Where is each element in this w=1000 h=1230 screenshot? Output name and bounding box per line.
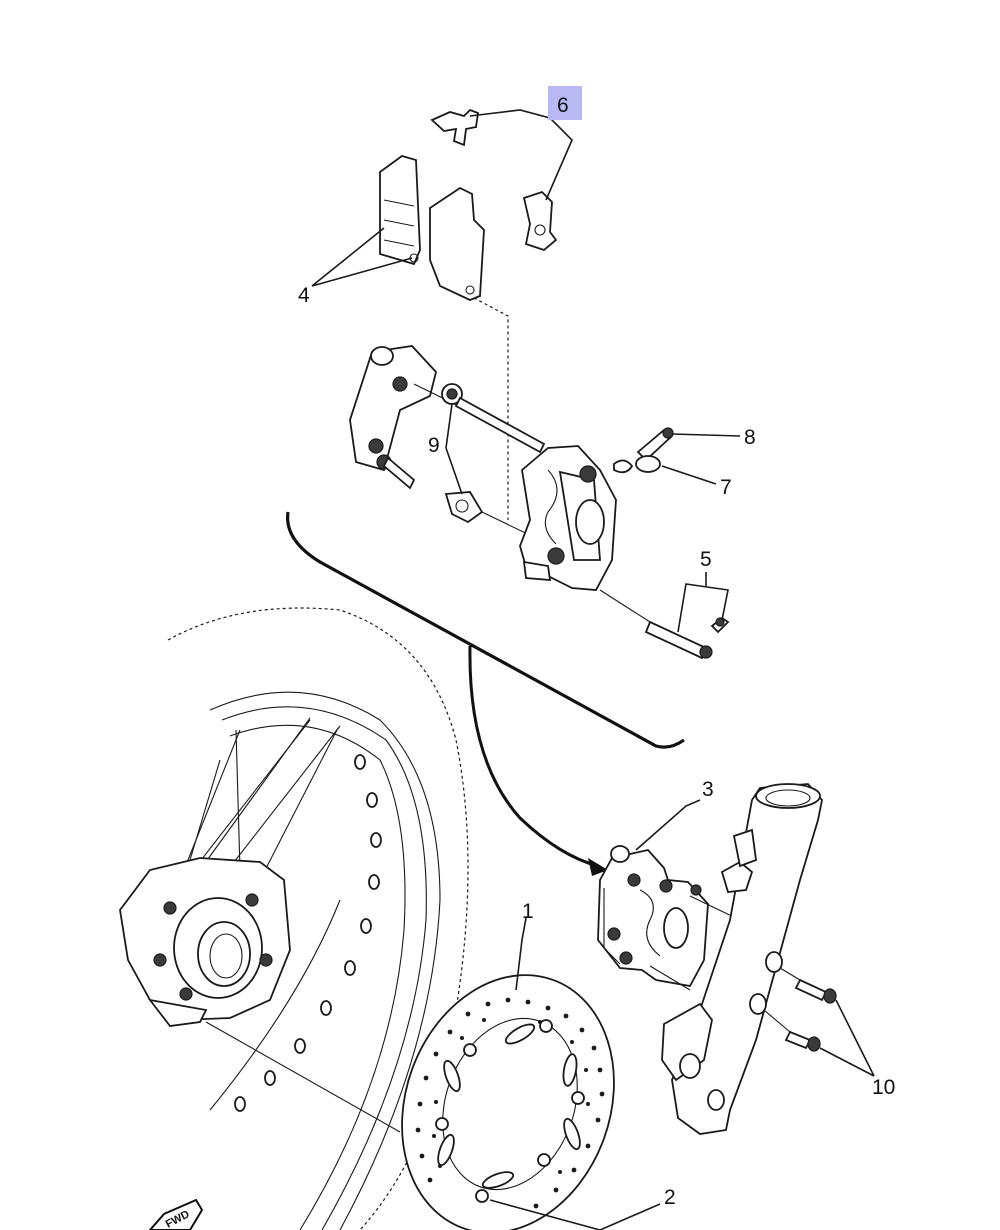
front-wheel — [119, 607, 469, 1230]
fwd-direction-mark: FWD — [148, 1198, 204, 1230]
caliper-mount-bolt-upper — [794, 978, 837, 1004]
callout-7[interactable]: 7 — [720, 476, 732, 499]
slide-bolt-lower — [444, 491, 541, 541]
caliper-bracket — [349, 345, 437, 490]
caliper-body — [519, 445, 617, 591]
callout-8[interactable]: 8 — [744, 426, 756, 449]
bleed-screw — [636, 427, 674, 462]
callout-6[interactable]: 6 — [557, 94, 569, 117]
caliper-assembly — [597, 845, 741, 991]
brake-pad-left — [379, 155, 421, 266]
callout-3[interactable]: 3 — [702, 778, 714, 801]
front-fork-leg — [661, 783, 823, 1135]
brake-disc — [401, 974, 615, 1230]
bleed-cap — [613, 455, 661, 474]
callout-10[interactable]: 10 — [872, 1076, 895, 1099]
slide-bolt-upper — [441, 383, 546, 454]
disc-slots — [437, 1023, 581, 1189]
pad-clip-upper — [430, 108, 479, 147]
callout-4[interactable]: 4 — [298, 284, 310, 307]
callout-9[interactable]: 9 — [428, 434, 440, 457]
brake-pad-right — [429, 186, 485, 301]
assembly-arrow — [468, 645, 599, 868]
callout-1[interactable]: 1 — [522, 900, 534, 923]
callout-6-highlight — [548, 86, 582, 120]
callout-5[interactable]: 5 — [700, 548, 712, 571]
disc-mount-holes — [435, 1019, 585, 1203]
assembly-bracket-line — [286, 511, 685, 749]
pad-pin — [644, 616, 730, 660]
rim-spoke-holes — [234, 754, 382, 1112]
assembly-arrowhead — [588, 858, 608, 876]
caliper-mount-bolt-lower — [784, 1030, 821, 1052]
callout-2[interactable]: 2 — [664, 1186, 676, 1209]
wheel-hub — [119, 857, 291, 1027]
pad-clip-lower — [522, 190, 558, 252]
